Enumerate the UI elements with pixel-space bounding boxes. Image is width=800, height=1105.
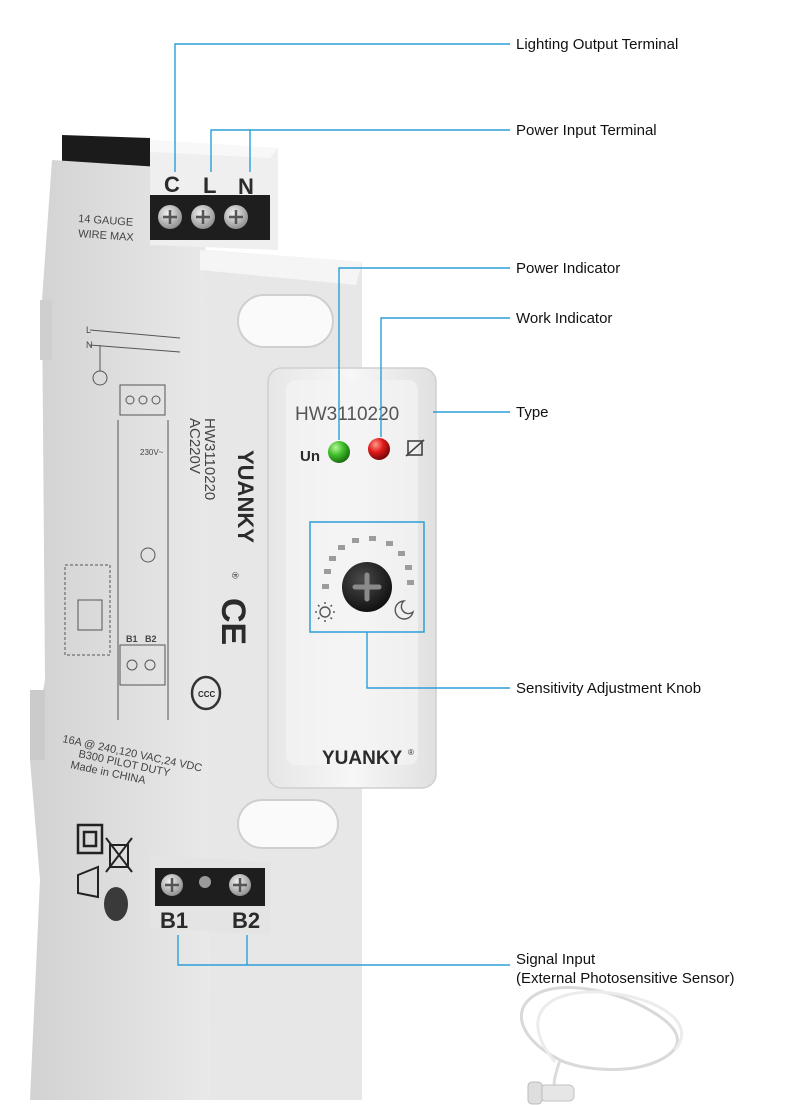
terminal-b2-label: B2 xyxy=(232,908,260,933)
callout-power-input: Power Input Terminal xyxy=(516,122,657,139)
weee-bin-icon xyxy=(105,837,133,873)
terminal-b1-label: B1 xyxy=(160,908,188,933)
wiring-diagram xyxy=(64,329,181,720)
callout-power-indicator: Power Indicator xyxy=(516,260,620,277)
wire-note-line1: 14 GAUGE xyxy=(78,213,134,229)
wire-note-line2: WIRE MAX xyxy=(78,228,135,244)
double-insulation-icon xyxy=(76,823,104,855)
sun-icon xyxy=(315,602,335,622)
rohs-seal-icon xyxy=(104,887,128,921)
photosensor-probe xyxy=(527,1081,575,1105)
callout-signal-input: Signal Input xyxy=(516,951,596,968)
sensitivity-scale xyxy=(322,536,414,589)
front-brand: YUANKY xyxy=(322,748,403,769)
callout-sensitivity-knob: Sensitivity Adjustment Knob xyxy=(516,680,701,697)
relay-icon xyxy=(405,439,425,457)
callout-type: Type xyxy=(516,404,549,421)
side-voltage: AC220V xyxy=(186,418,203,474)
wiring-voltage-label: 230V~ xyxy=(140,448,164,457)
callout-lighting-output: Lighting Output Terminal xyxy=(516,36,678,53)
wiring-b1-label: B1 xyxy=(126,634,138,644)
work-led xyxy=(368,438,390,460)
un-label: Un xyxy=(300,448,320,465)
side-brand: YUANKY xyxy=(233,450,258,543)
side-registered-mark: ® xyxy=(230,572,240,579)
ccc-mark-text: CCC xyxy=(198,690,216,699)
wiring-b2-label: B2 xyxy=(145,634,157,644)
callout-signal-input-detail: (External Photosensitive Sensor) xyxy=(516,970,734,987)
side-model: HW3110220 xyxy=(201,418,218,500)
terminal-l-label: L xyxy=(203,173,216,198)
front-registered-mark: ® xyxy=(408,748,414,757)
front-panel: HW3110220 Un xyxy=(295,404,425,769)
top-terminal-block: C L N xyxy=(150,172,270,240)
terminal-n-label: N xyxy=(238,174,254,199)
ce-mark: CE xyxy=(214,598,252,645)
install-arrow-icon xyxy=(77,865,99,899)
callout-work-indicator: Work Indicator xyxy=(516,310,612,327)
bottom-terminal-block: B1 B2 xyxy=(155,868,265,933)
terminal-c-label: C xyxy=(164,172,180,197)
leader-lines xyxy=(174,43,510,966)
front-model-label: HW3110220 xyxy=(295,404,399,425)
power-led xyxy=(328,441,350,463)
ccc-mark-icon: CCC xyxy=(190,675,222,711)
moon-icon xyxy=(394,600,415,620)
external-sensor-cable xyxy=(519,986,683,1093)
wiring-l-label: L xyxy=(86,325,91,335)
wiring-n-label: N xyxy=(86,340,93,350)
